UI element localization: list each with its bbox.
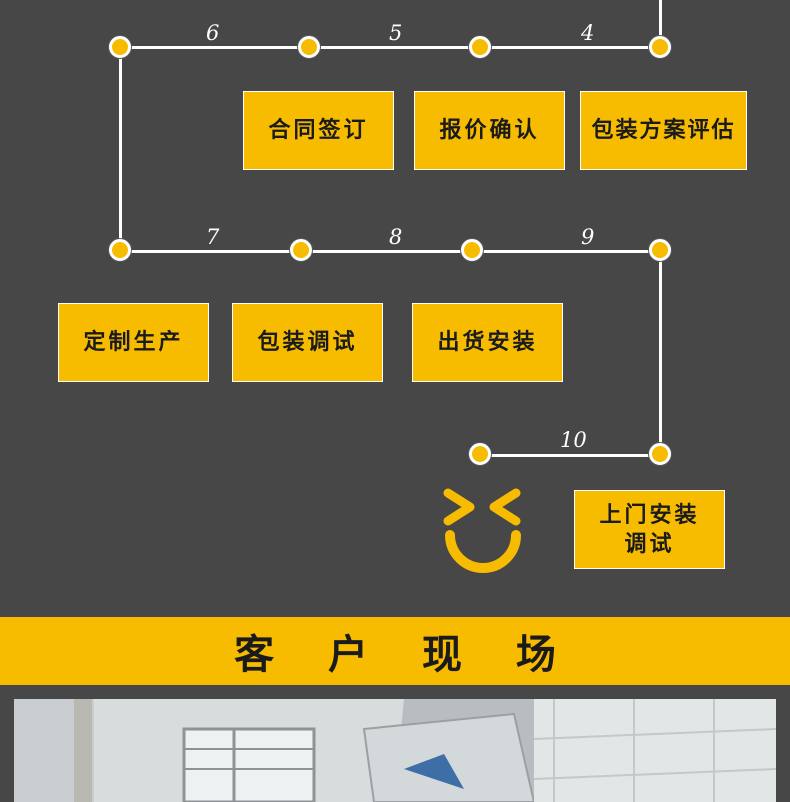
- step-box-onsite-installation: 上门安装调试: [574, 490, 725, 569]
- flow-node: [461, 239, 483, 261]
- flow-line-top-vertical: [659, 0, 662, 47]
- section-title: 客 户 现 场: [234, 632, 576, 678]
- flow-node: [298, 36, 320, 58]
- factory-photo: [14, 699, 776, 802]
- smiley-face-icon: [443, 488, 521, 573]
- flow-node: [649, 443, 671, 465]
- step-label: 包装调试: [257, 330, 358, 355]
- step-label: 上门安装调试: [599, 502, 700, 557]
- step-number: 10: [560, 428, 587, 452]
- step-number: 8: [389, 225, 403, 249]
- flow-line-left-vertical: [119, 47, 122, 251]
- step-box-quote-confirmation: 报价确认: [414, 91, 565, 170]
- step-box-packaging-evaluation: 包装方案评估: [580, 91, 747, 170]
- flow-line-row2: [121, 250, 661, 253]
- step-label: 包装方案评估: [591, 118, 736, 143]
- flow-node: [649, 239, 671, 261]
- customer-site-photo: [14, 699, 776, 802]
- step-number: 7: [206, 225, 220, 249]
- step-box-packaging-debugging: 包装调试: [232, 303, 383, 382]
- flow-node: [290, 239, 312, 261]
- section-banner: 客 户 现 场: [0, 617, 790, 685]
- step-number: 4: [581, 21, 595, 45]
- step-number: 5: [389, 21, 403, 45]
- step-box-custom-production: 定制生产: [58, 303, 209, 382]
- step-label: 出货安装: [437, 330, 538, 355]
- step-box-shipping-installation: 出货安装: [412, 303, 563, 382]
- step-label: 报价确认: [439, 118, 540, 143]
- flow-node: [109, 239, 131, 261]
- flow-line-right-vertical: [659, 251, 662, 455]
- flow-node: [649, 36, 671, 58]
- flow-node: [109, 36, 131, 58]
- step-number: 6: [206, 21, 220, 45]
- step-number: 9: [581, 225, 595, 249]
- flow-node: [469, 443, 491, 465]
- step-label: 定制生产: [83, 330, 184, 355]
- step-label: 合同签订: [268, 118, 369, 143]
- flow-line-row1: [121, 46, 661, 49]
- flow-node: [469, 36, 491, 58]
- flow-line-row3: [481, 454, 661, 457]
- step-box-contract-signing: 合同签订: [243, 91, 394, 170]
